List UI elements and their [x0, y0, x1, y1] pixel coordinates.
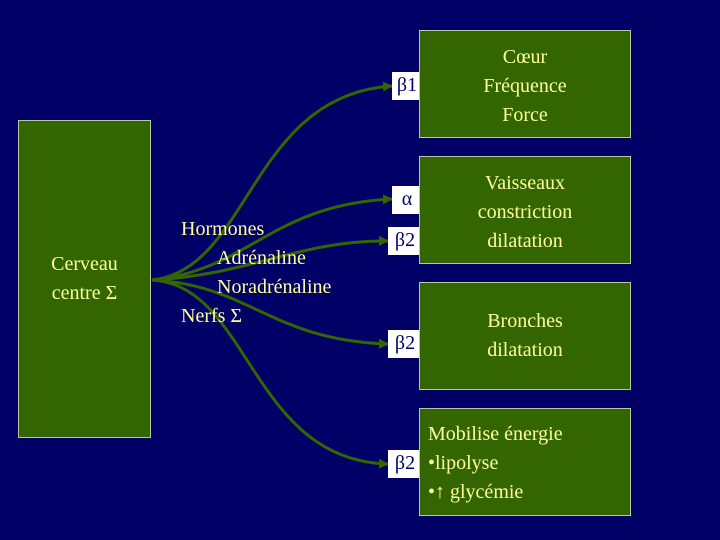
- vessels-box: Vaisseaux constriction dilatation: [419, 156, 631, 264]
- heart-box: Cœur Fréquence Force: [419, 30, 631, 138]
- brain-label: Cerveau: [51, 253, 118, 275]
- receptor-beta2-vessels: β2: [388, 227, 422, 255]
- energy-box: Mobilise énergie •lipolyse •↑ glycémie: [419, 408, 631, 516]
- vessels-title: Vaisseaux: [485, 172, 565, 194]
- bronchi-box: Bronches dilatation: [419, 282, 631, 390]
- arrow-to-bronchi: [151, 278, 389, 349]
- receptor-beta1-heart: β1: [392, 72, 422, 100]
- brain-center-label: centre Σ: [51, 282, 118, 304]
- vessels-dilatation: dilatation: [487, 230, 563, 252]
- arrow-to-energy: [151, 278, 389, 469]
- arrow-to-heart: [151, 81, 393, 282]
- receptor-alpha-vessels: α: [392, 186, 422, 214]
- energy-lipolysis: •lipolyse: [428, 452, 499, 474]
- bronchi-dilatation: dilatation: [487, 339, 563, 361]
- vessels-constriction: constriction: [477, 201, 573, 223]
- receptor-beta2-bronchi: β2: [388, 330, 422, 358]
- heart-title: Cœur: [502, 46, 548, 68]
- energy-glycemia: •↑ glycémie: [428, 481, 524, 503]
- hormones-label: Hormones: [181, 218, 265, 240]
- arrow-to-vessels-beta: [151, 235, 389, 282]
- nerves-label: Nerfs Σ: [181, 305, 243, 327]
- adrenaline-label: Adrénaline: [217, 247, 306, 269]
- arrow-to-vessels-alpha: [151, 194, 393, 282]
- energy-title: Mobilise énergie: [428, 423, 563, 445]
- noradrenaline-label: Noradrénaline: [217, 276, 332, 298]
- receptor-beta2-energy: β2: [388, 450, 422, 478]
- heart-frequency: Fréquence: [483, 75, 567, 97]
- bronchi-title: Bronches: [487, 310, 563, 332]
- heart-force: Force: [502, 104, 548, 126]
- brain-box: Cerveau centre Σ: [18, 120, 151, 438]
